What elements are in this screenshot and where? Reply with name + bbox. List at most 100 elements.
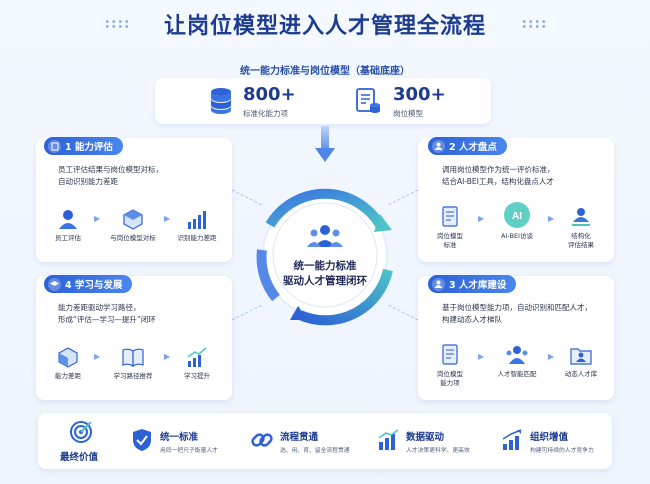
- model-doc-icon: [353, 86, 383, 116]
- arrow-right-icon: ▶: [164, 214, 171, 223]
- bar-chart-icon: [376, 427, 400, 453]
- step-benchmark: 与岗位模型对标: [106, 206, 160, 243]
- value-title-2: 流程贯通: [280, 432, 319, 443]
- step-employee-assessment: 员工评估: [48, 206, 88, 243]
- step-label: 能力差距: [55, 372, 81, 380]
- step-label: 动态人才库: [564, 370, 598, 378]
- arrow-right-icon: ▶: [548, 352, 555, 361]
- panel-3-title: 3 人才库建设: [449, 280, 507, 291]
- panel-4-title: 4 学习与发展: [65, 280, 123, 291]
- folder-person-icon: [568, 342, 594, 368]
- document-icon: [437, 204, 463, 230]
- center-cycle-ring: [256, 188, 393, 326]
- step-label: 学习提升: [184, 372, 210, 380]
- arrow-right-icon: ▶: [548, 214, 555, 223]
- step-label: 学习路径推荐: [113, 372, 153, 380]
- panel-learning-development: 4 学习与发展 能力差距驱动学习路径， 形成“评估—学习—提升”闭环 能力差距 …: [36, 275, 232, 400]
- arrow-right-icon: ▶: [478, 352, 485, 361]
- panel-1-header: 1 能力评估: [44, 137, 123, 155]
- title-dots-left: [104, 19, 130, 29]
- clipboard-icon: [48, 139, 61, 153]
- foundation-card: 800+ 标准化能力项 300+ 岗位模型: [155, 78, 491, 124]
- value-desc-1: 用同一把尺子衡量人才: [160, 448, 218, 454]
- title-dots-right: [521, 19, 547, 29]
- shield-icon: [130, 427, 154, 453]
- ai-robot-icon: AI: [502, 200, 532, 230]
- link-icon: [250, 427, 274, 453]
- panel-4-desc-1: 能力差距驱动学习路径，: [58, 303, 141, 312]
- step-label: 结构化评估结果: [568, 232, 594, 249]
- panel-talent-pool: 3 人才库建设 基于岗位模型能力项，自动识别和匹配人才， 构建动态人才梯队 岗位…: [418, 275, 614, 400]
- step-learning-path: 学习路径推荐: [106, 344, 160, 381]
- database-icon: [207, 86, 235, 116]
- page-title: 让岗位模型进入人才管理全流程: [163, 14, 486, 39]
- step-smart-match: 人才智能匹配: [490, 342, 544, 379]
- value-desc-2: 选、用、育、留全流程贯通: [280, 448, 350, 454]
- growth-chart-icon: [184, 344, 210, 370]
- book-icon: [120, 344, 146, 370]
- stat-model-label: 岗位模型: [393, 109, 423, 118]
- team-icon: [307, 222, 343, 250]
- step-label-a: 岗位模型标准: [428, 232, 472, 250]
- cube-icon: [55, 344, 81, 370]
- team-chart-icon: [568, 204, 594, 230]
- arrow-right-icon: ▶: [164, 352, 171, 361]
- final-value-label: 最终价值: [60, 452, 99, 463]
- panel-2-title: 2 人才盘点: [449, 142, 497, 153]
- center-line2: 驱动人才管理闭环: [283, 275, 367, 287]
- panel-1-desc-2: 自动识别能力差距: [58, 177, 118, 186]
- panel-ability-assessment: 1 能力评估 员工评估结果与岗位模型对标， 自动识别能力差距 员工评估 ▶ 与岗…: [36, 137, 232, 262]
- ai-badge-text: AI: [512, 211, 522, 222]
- step-label: 与岗位模型对标: [110, 234, 156, 242]
- person-icon: [55, 206, 81, 232]
- panel-4-header: 4 学习与发展: [44, 275, 133, 293]
- step-model-standard: 岗位模型标准: [428, 204, 472, 250]
- panel-3-desc-2: 构建动态人才梯队: [442, 315, 502, 324]
- down-arrow: [315, 126, 335, 162]
- panel-3-desc-1: 基于岗位模型能力项，自动识别和匹配人才，: [442, 303, 592, 312]
- value-desc-3: 人才决策更科学、更高效: [406, 448, 470, 454]
- arrow-right-icon: ▶: [478, 214, 485, 223]
- step-model-ability-item: 岗位模型能力项: [428, 342, 472, 388]
- stat-model-value: 300+: [393, 84, 446, 105]
- step-dynamic-pool: 动态人才库: [558, 342, 604, 379]
- arrow-right-icon: ▶: [94, 352, 101, 361]
- people-icon: [432, 139, 445, 153]
- value-title-1: 统一标准: [160, 432, 199, 443]
- panel-1-title: 1 能力评估: [65, 142, 113, 153]
- people-icon: [432, 277, 445, 291]
- panel-4-desc-2: 形成“评估—学习—提升”闭环: [58, 315, 156, 324]
- step-label: AI-BEI访谈: [501, 232, 533, 240]
- target-icon: [68, 419, 94, 445]
- growth-icon: [500, 427, 524, 453]
- panel-talent-review: 2 人才盘点 调用岗位模型作为统一评价标准， 结合AI-BEI工具，结构化盘点人…: [418, 137, 614, 262]
- document-icon: [437, 342, 463, 368]
- step-learning-improve: 学习提升: [174, 344, 220, 381]
- step-label: 识别能力差距: [177, 234, 217, 242]
- center-line1: 统一能力标准: [293, 260, 357, 272]
- value-desc-4: 构建可持续的人才竞争力: [530, 448, 594, 454]
- final-value-card: 最终价值 统一标准 用同一把尺子衡量人才 流程贯通 选、用、育、留全流程贯通 数…: [38, 413, 612, 469]
- panel-2-desc-2: 结合AI-BEI工具，结构化盘点人才: [442, 177, 554, 186]
- step-identify-gap: 识别能力差距: [174, 206, 220, 243]
- step-label: 员工评估: [55, 234, 81, 242]
- foundation-label: 统一能力标准与岗位模型（基础底座）: [240, 66, 410, 77]
- panel-1-desc-1: 员工评估结果与岗位模型对标，: [58, 165, 163, 174]
- step-ai-bei-interview: AI AI-BEI访谈: [490, 200, 544, 241]
- panel-2-desc-1: 调用岗位模型作为统一评价标准，: [442, 165, 555, 174]
- step-structured-result: 结构化评估结果: [558, 204, 604, 250]
- stat-ability-value: 800+: [243, 84, 296, 105]
- step-label-line: 岗位模型标准: [437, 232, 463, 249]
- panel-2-header: 2 人才盘点: [428, 137, 507, 155]
- step-label: 岗位模型能力项: [437, 370, 463, 387]
- cube-icon: [120, 206, 146, 232]
- arrow-right-icon: ▶: [94, 214, 101, 223]
- stat-ability-label: 标准化能力项: [243, 109, 288, 118]
- cap-icon: [48, 277, 61, 291]
- panel-3-header: 3 人才库建设: [428, 275, 517, 293]
- bar-chart-icon: [184, 206, 210, 232]
- value-title-4: 组织增值: [530, 432, 569, 443]
- value-title-3: 数据驱动: [406, 432, 445, 443]
- group-icon: [504, 342, 530, 368]
